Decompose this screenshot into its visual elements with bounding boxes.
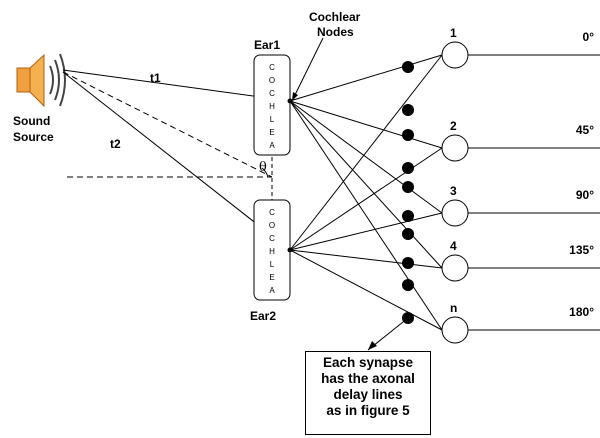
cochlear-nodes-label-line2: Nodes xyxy=(317,25,354,39)
path-t2 xyxy=(62,71,291,251)
connection-ear1-neuron-4 xyxy=(289,100,443,269)
neuron-label-3: 3 xyxy=(450,184,457,198)
angle-label-3: 90° xyxy=(576,188,594,202)
synapse-dot xyxy=(402,104,414,116)
neuron-label-4: 4 xyxy=(450,239,457,253)
note-line-2: has the axonal xyxy=(321,371,415,386)
cochlea2-letter: C xyxy=(269,208,275,217)
angle-label-1: 0° xyxy=(583,30,595,44)
path-t1 xyxy=(62,69,291,102)
synapse-dot xyxy=(402,228,414,240)
theta-label: θ xyxy=(259,160,267,175)
sound-source-label-line2: Source xyxy=(13,130,54,144)
cochlea2-letter: A xyxy=(269,286,275,295)
cochlea1-letter: E xyxy=(269,128,274,137)
theta-arc xyxy=(261,167,269,178)
speaker-icon xyxy=(16,53,66,108)
cochlear-nodes-label-line1: Cochlear xyxy=(309,10,361,24)
connection-ear2-neuron-n xyxy=(289,249,443,331)
note-line-1: Each synapse xyxy=(322,355,414,370)
note-line-3: delay lines xyxy=(333,387,403,402)
neuron-label-1: 1 xyxy=(450,26,457,40)
cochlear-nodes-pointer xyxy=(291,37,324,102)
synapse-dot xyxy=(402,162,414,174)
t2-label: t2 xyxy=(110,137,121,151)
neuron-label-2: 2 xyxy=(450,119,457,133)
connection-ear1-neuron-3 xyxy=(289,100,443,214)
connection-ear1-neuron-1 xyxy=(289,54,443,102)
synapse-dot xyxy=(402,61,414,73)
neuron-n xyxy=(441,316,469,344)
cochlea1-letter: H xyxy=(269,102,275,111)
angle-label-2: 45° xyxy=(576,123,594,137)
cochlea1-letter: L xyxy=(270,115,275,124)
dashed-bisector xyxy=(62,71,273,178)
connection-ear1-neuron-2 xyxy=(289,100,443,149)
synapse-dot xyxy=(402,181,414,193)
synapse-dot xyxy=(402,210,414,222)
cochlea2-letter: O xyxy=(269,221,275,230)
t1-label: t1 xyxy=(150,71,161,85)
sound-source-label-line1: Sound xyxy=(13,114,50,128)
neuron-2 xyxy=(441,134,469,162)
neuron-label-n: n xyxy=(450,301,457,315)
ear2-label: Ear2 xyxy=(250,309,276,323)
cochlea2-letter: C xyxy=(269,234,275,243)
synapse-dot xyxy=(402,129,414,141)
connection-ear2-neuron-3 xyxy=(289,212,443,251)
cochlea1-letter: O xyxy=(269,76,275,85)
cochlea2-letter: H xyxy=(269,247,275,256)
cochlea1-letter: A xyxy=(269,141,275,150)
ear1-label: Ear1 xyxy=(254,38,280,52)
connection-ear1-neuron-n xyxy=(289,100,443,331)
cochlea2-letter: L xyxy=(270,260,275,269)
neuron-3 xyxy=(441,199,469,227)
synapse-note-box: Each synapse has the axonal delay lines … xyxy=(305,351,431,435)
neuron-1 xyxy=(441,41,469,69)
synapse-dot xyxy=(402,257,414,269)
synapse-dot xyxy=(402,279,414,291)
connection-ear2-neuron-1 xyxy=(289,54,443,251)
cochlea1-letter: C xyxy=(269,89,275,98)
connection-ear2-neuron-4 xyxy=(289,249,443,269)
angle-label-4: 135° xyxy=(569,243,594,257)
connection-ear2-neuron-2 xyxy=(289,147,443,251)
angle-label-n: 180° xyxy=(569,305,594,319)
note-line-4: as in figure 5 xyxy=(326,403,410,418)
cochlea1-letter: C xyxy=(269,63,275,72)
cochlea2-letter: E xyxy=(269,273,274,282)
cochlea-ear1 xyxy=(253,54,291,156)
neuron-4 xyxy=(441,254,469,282)
